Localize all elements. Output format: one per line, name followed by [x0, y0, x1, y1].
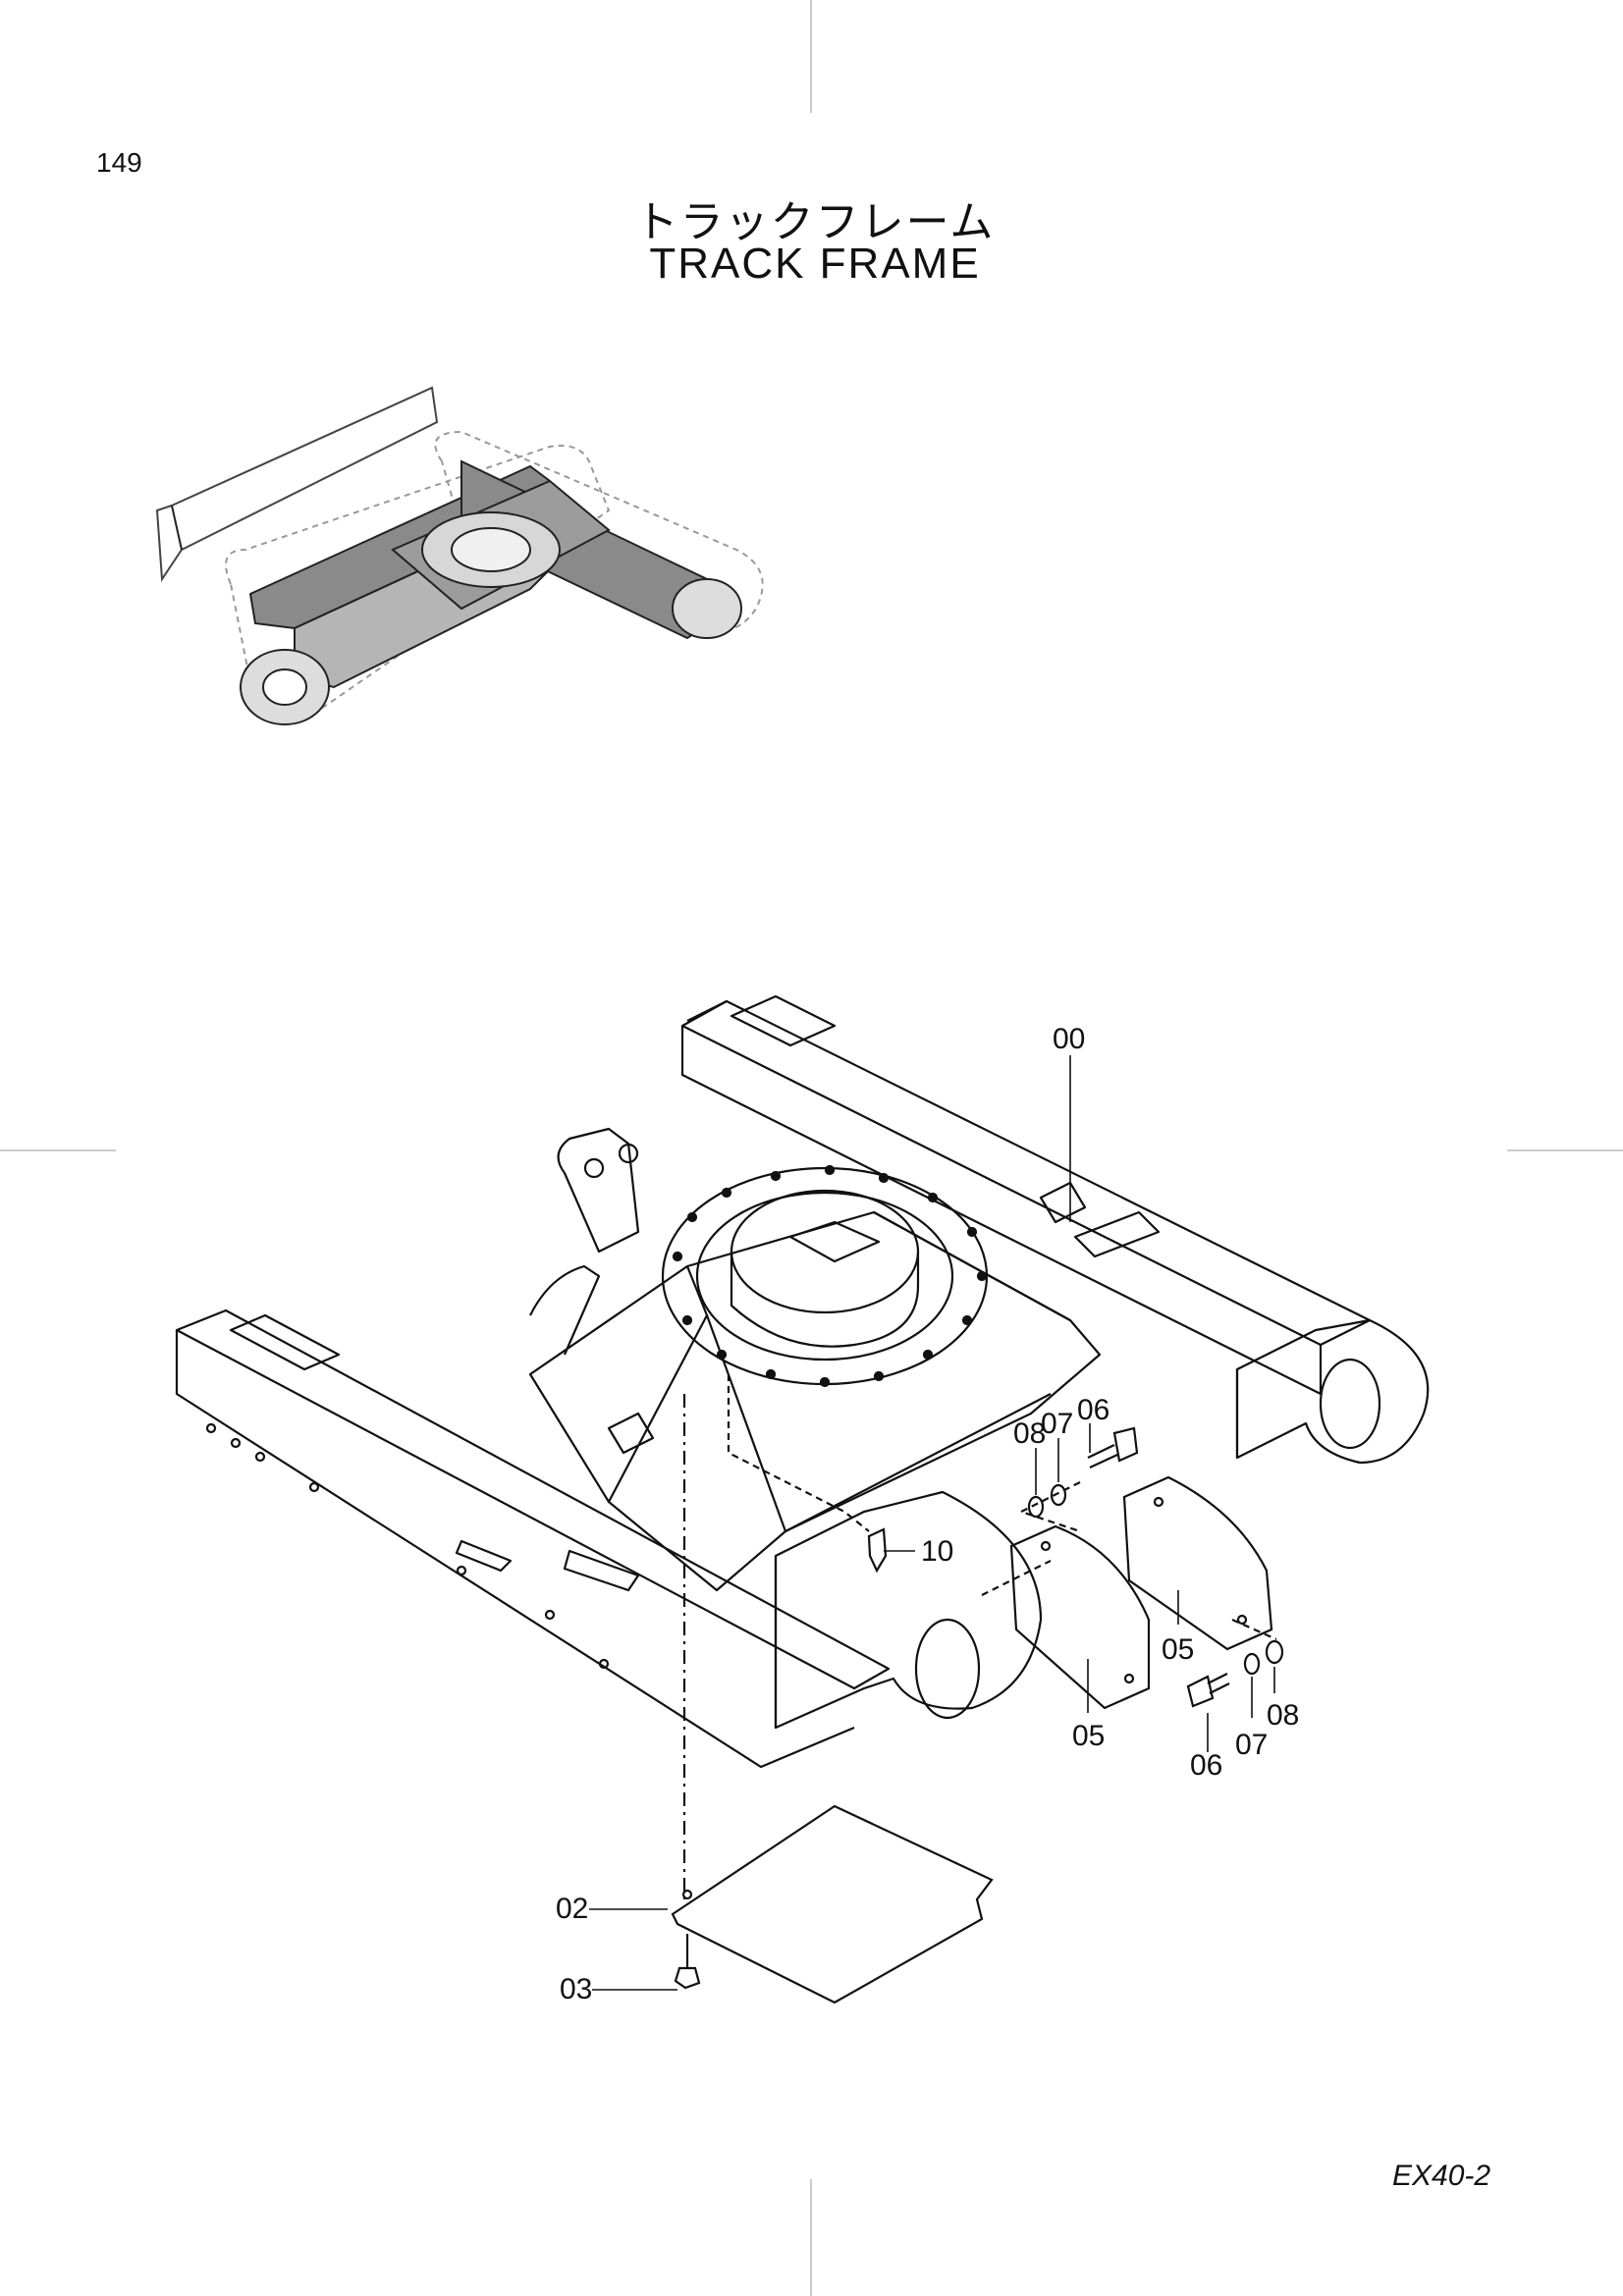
- track-frame-drawing: [175, 994, 1430, 1769]
- exploded-parts: [671, 1374, 1284, 2004]
- callout-08-upper: 08: [1013, 1417, 1046, 1450]
- callout-00: 00: [1053, 1023, 1085, 1055]
- callout-06-lower: 06: [1190, 1749, 1222, 1782]
- callout-labels: 00 02 03 05 05 06 06 07 07 08 08 10: [556, 1023, 1299, 2005]
- overview-machine-icon: [155, 386, 764, 725]
- model-label: EX40-2: [1392, 2160, 1491, 2192]
- callout-06-upper: 06: [1077, 1394, 1109, 1426]
- callout-05-upper: 05: [1162, 1633, 1194, 1666]
- callout-07-upper: 07: [1041, 1408, 1073, 1440]
- leader-lines: [589, 1055, 1275, 1991]
- callout-08-lower: 08: [1267, 1699, 1299, 1732]
- page-title-jp: トラックフレーム: [634, 197, 996, 247]
- callout-05-lower: 05: [1072, 1720, 1105, 1752]
- callout-10: 10: [921, 1535, 953, 1568]
- page-title-en: TRACK FRAME: [649, 240, 981, 288]
- callout-02: 02: [556, 1893, 588, 1925]
- callout-07-lower: 07: [1235, 1729, 1268, 1761]
- callout-03: 03: [560, 1973, 592, 2005]
- page-number: 149: [96, 147, 142, 178]
